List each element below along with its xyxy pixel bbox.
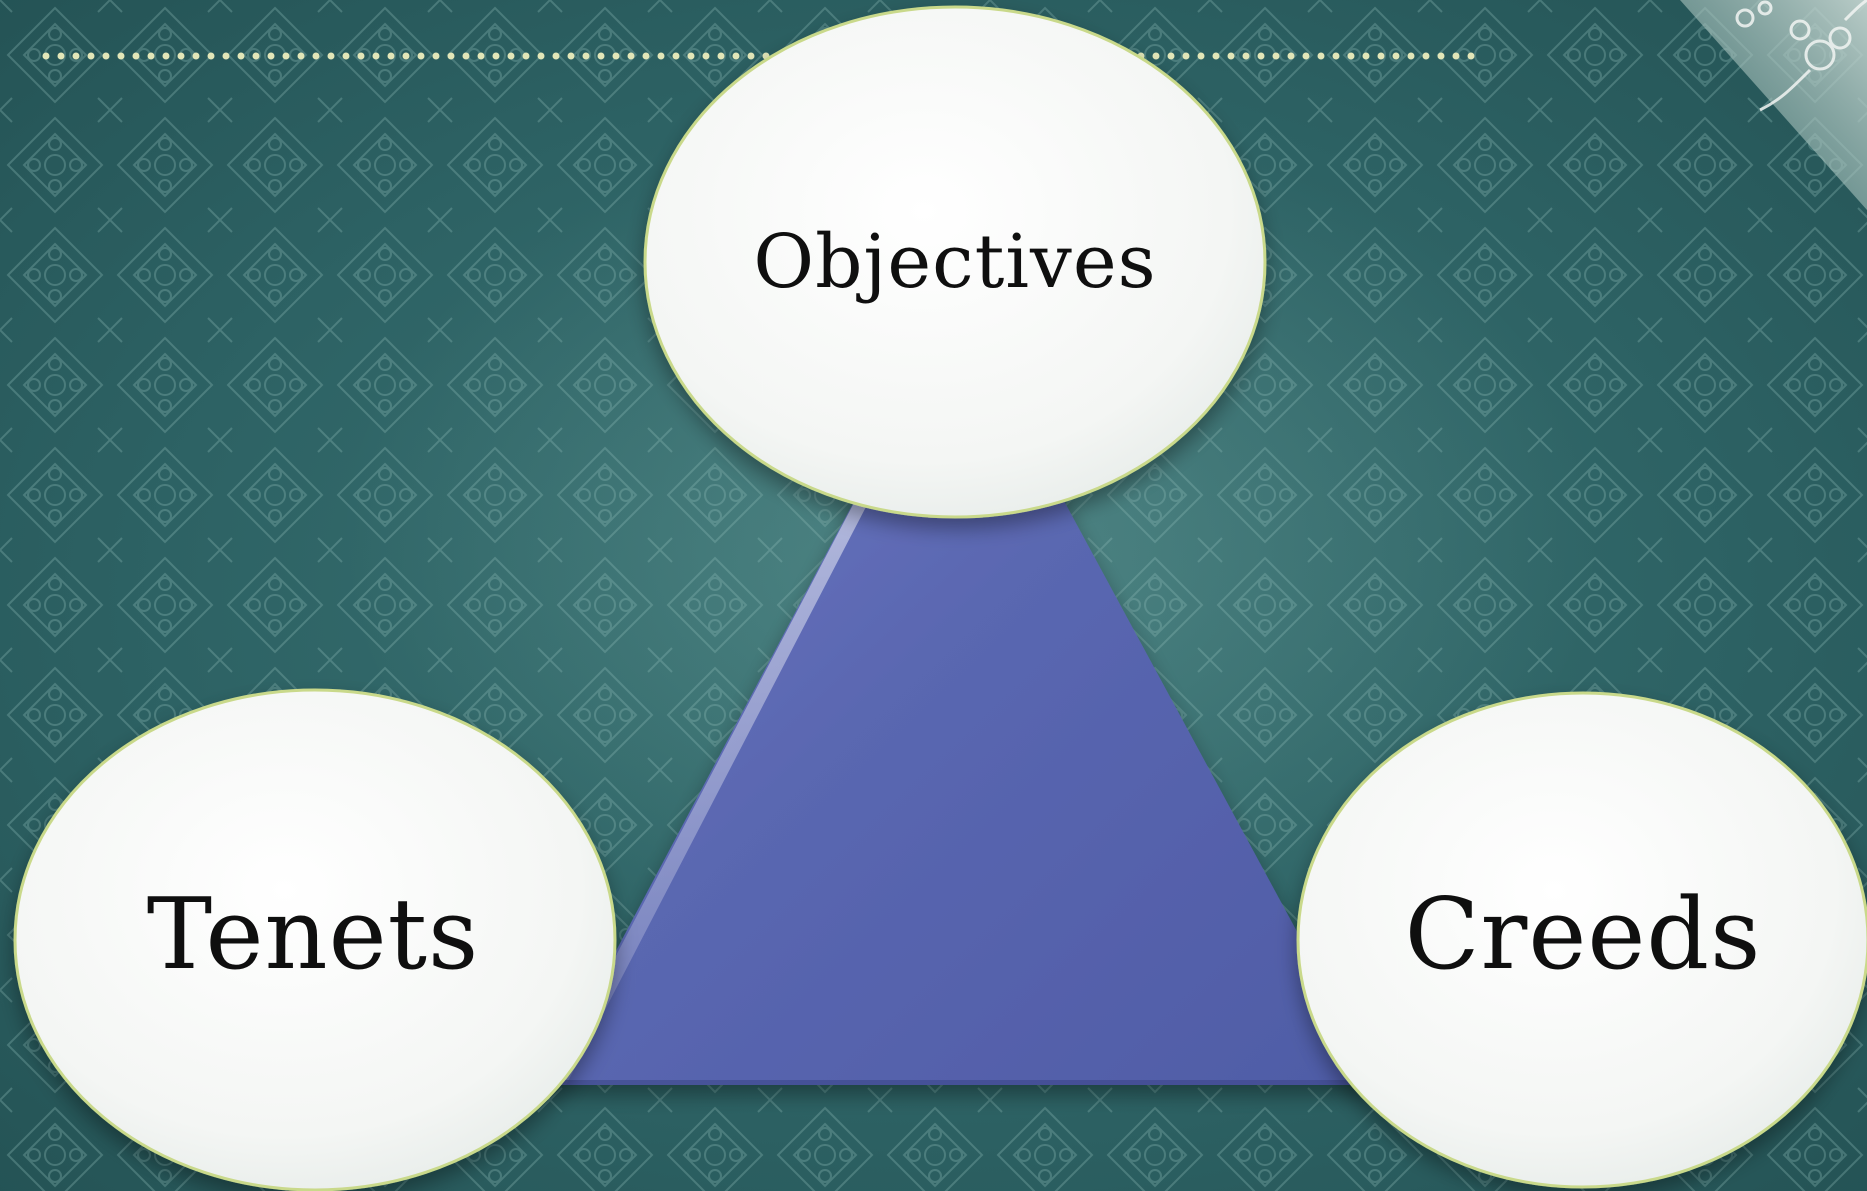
node-objectives-label: Objectives	[753, 219, 1157, 305]
node-tenets-bubble	[13, 688, 617, 1191]
dotted-rule	[42, 52, 1484, 60]
node-tenets-label: Tenets	[146, 878, 480, 992]
node-objectives-bubble	[643, 5, 1267, 519]
node-creeds-bubble	[1296, 691, 1867, 1189]
corner-ornament	[1680, 0, 1867, 210]
node-creeds-label: Creeds	[1404, 878, 1762, 992]
